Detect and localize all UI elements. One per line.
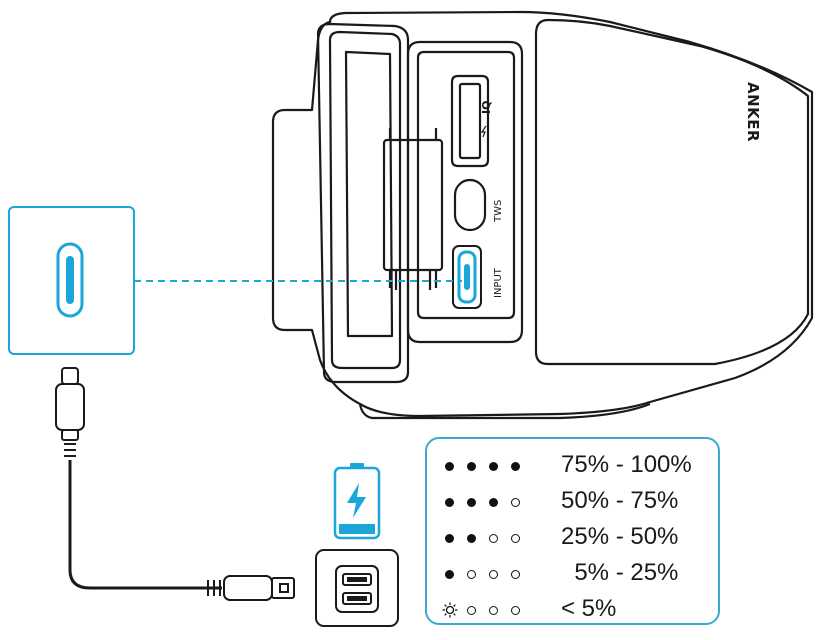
legend-row: 75% - 100% — [443, 447, 713, 483]
led-on-icon — [467, 461, 476, 471]
led-off-icon — [489, 605, 498, 615]
tws-button-label: TWS — [493, 200, 504, 223]
led-on-icon — [489, 497, 498, 507]
led-on-icon — [445, 497, 454, 507]
legend-row: 50% - 75% — [443, 483, 713, 519]
led-indicator — [445, 491, 533, 513]
battery-range-label: 5% - 25% — [561, 559, 679, 586]
led-on-icon — [467, 497, 476, 507]
led-on-icon — [489, 461, 498, 471]
led-off-icon — [467, 569, 476, 579]
led-off-icon — [511, 533, 520, 543]
usb-c-port-icon — [8, 206, 135, 355]
iq-port-label: IQ — [480, 101, 493, 114]
usb-a-plug-icon — [207, 575, 295, 601]
usb-c-cable-icon — [55, 367, 222, 590]
led-off-icon — [489, 569, 498, 579]
led-on-icon — [445, 533, 454, 543]
battery-range-label: 75% - 100% — [561, 451, 692, 478]
input-port-label: INPUT — [493, 267, 504, 298]
led-on-icon — [467, 533, 476, 543]
led-off-icon — [511, 497, 520, 507]
battery-range-label: 50% - 75% — [561, 487, 679, 514]
led-indicator — [442, 599, 533, 621]
battery-range-label: < 5% — [561, 595, 617, 622]
brand-logo: ANKER — [744, 82, 762, 142]
battery-charging-icon — [333, 463, 381, 540]
led-off-icon — [511, 569, 520, 579]
led-indicator — [445, 563, 533, 585]
legend-row: < 5% — [442, 591, 713, 627]
led-off-icon — [511, 605, 520, 615]
speaker-device — [271, 10, 814, 420]
led-on-icon — [445, 461, 454, 471]
usb-c-input-port — [452, 245, 482, 309]
legend-row: 5% - 25% — [443, 555, 713, 591]
legend-row: 25% - 50% — [443, 519, 713, 555]
battery-range-label: 25% - 50% — [561, 523, 679, 550]
led-on-icon — [511, 461, 520, 471]
led-on-icon — [445, 569, 454, 579]
iq-bolt-icon — [480, 125, 487, 138]
led-off-icon — [467, 605, 476, 615]
led-indicator — [445, 455, 533, 477]
blinking-led-icon — [442, 602, 458, 618]
usb-charger-icon — [315, 549, 399, 627]
led-off-icon — [489, 533, 498, 543]
battery-level-legend: 75% - 100% 50% - 75% 25% - 50% 5% - 25% — [425, 437, 720, 625]
led-indicator — [445, 527, 533, 549]
